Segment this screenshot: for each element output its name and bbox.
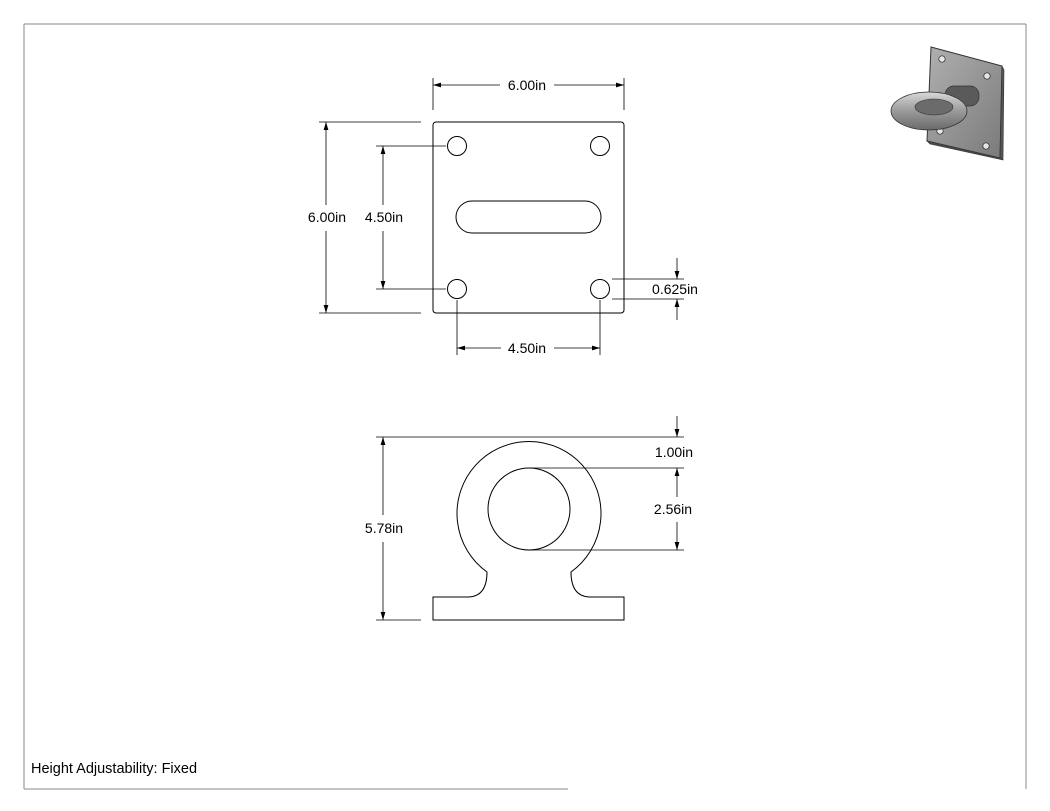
dimension-plate-width [432,78,625,110]
dimension-ring [529,416,684,551]
ring-thickness-label: 1.00in [655,444,693,460]
dimension-hole-spacing-horizontal [456,300,601,355]
mount-hole-bottom-right [590,279,610,299]
dimension-plate-height [319,121,421,314]
top-view-plate [432,121,625,314]
ring-inner-diameter-label: 2.56in [654,501,692,517]
plate-width-label: 6.00in [508,77,546,93]
isometric-preview [890,46,1005,161]
ring-outline [432,441,625,621]
overall-height-label: 5.78in [365,520,403,536]
sheet-border [23,23,1027,790]
plate-outline [432,121,625,314]
ring-slot [455,200,602,234]
mount-hole-top-left [447,136,467,156]
plate-height-label: 6.00in [308,209,346,225]
ring-inner-circle [487,467,571,551]
hole-spacing-vertical-label: 4.50in [365,209,403,225]
height-adjustability-note: Height Adjustability: Fixed [31,761,198,777]
hole-spacing-horizontal-label: 4.50in [508,340,546,356]
dimension-hole-spacing-vertical [376,145,446,290]
dimension-hole-diameter [612,258,684,320]
mount-hole-bottom-left [447,279,467,299]
mount-hole-top-right [590,136,610,156]
dimension-overall-height [376,436,529,621]
hole-diameter-label: 0.625in [652,281,698,297]
